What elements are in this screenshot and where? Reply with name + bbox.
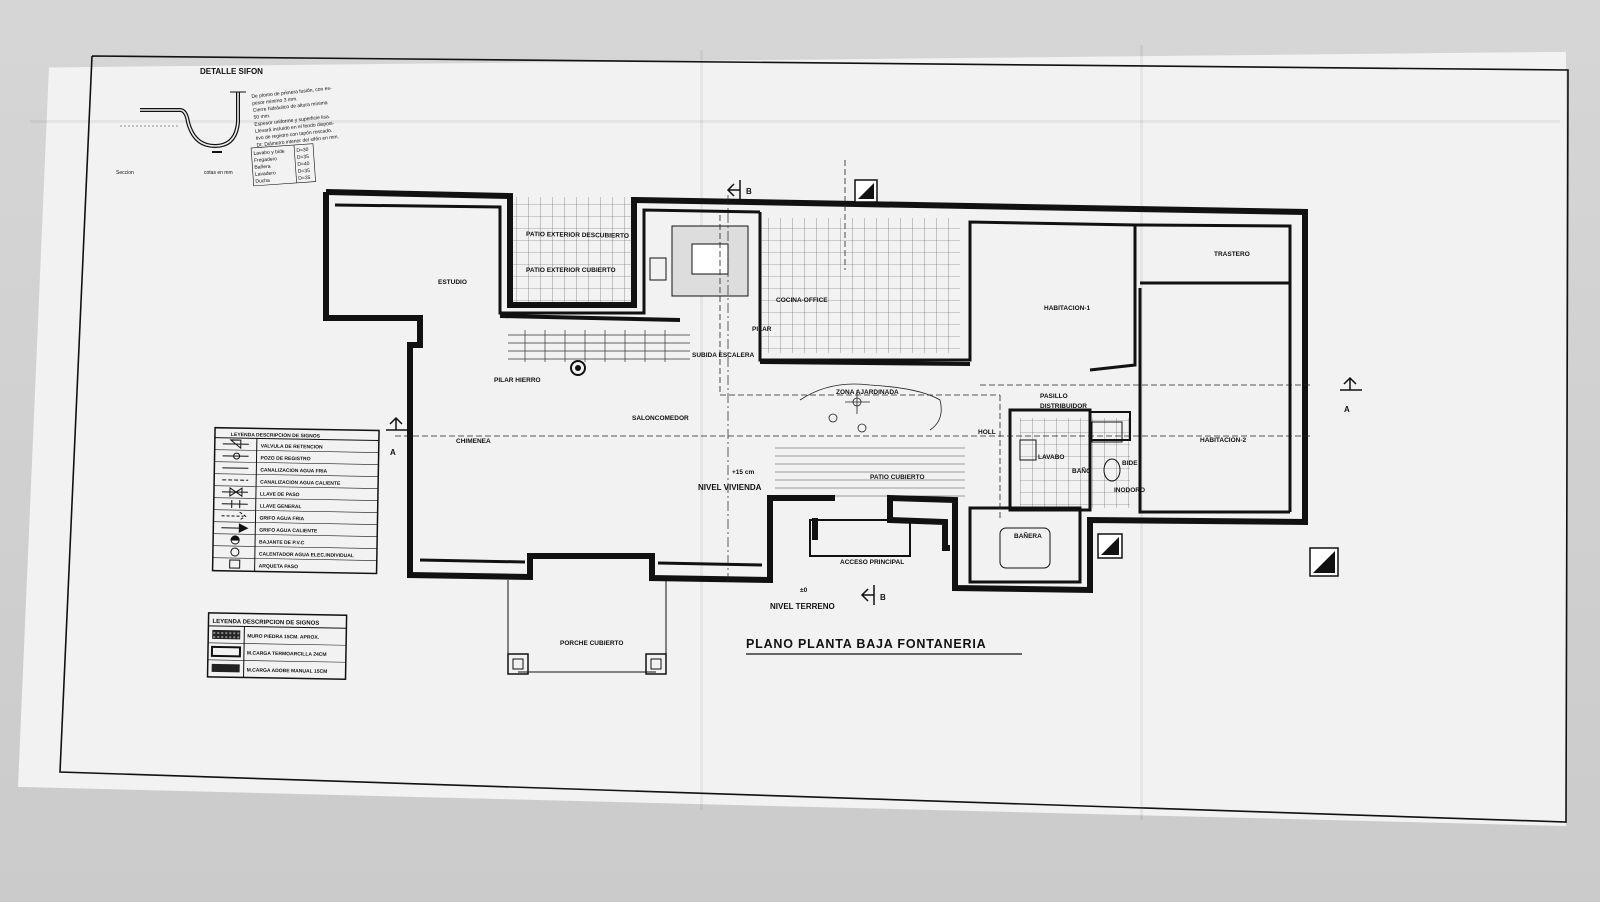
sifon-table-item: Fregadero (254, 156, 278, 164)
sifon-table-dim: D=30 (296, 147, 309, 154)
wall-swatch (212, 629, 241, 640)
plan-title: PLANO PLANTA BAJA FONTANERIA (746, 637, 986, 651)
sifon-table-item: Ducha (255, 178, 270, 185)
acceso-principal-label: ACCESO PRINCIPAL (840, 559, 904, 566)
bano-label: BAÑO (1072, 466, 1091, 475)
inodoro-label: INODORO (1114, 487, 1145, 494)
sheet-border (59, 55, 1569, 823)
sifon-table-dim: D=35 (298, 175, 311, 182)
room-patio-descubierto: PATIO EXTERIOR DESCUBIERTO (526, 231, 629, 240)
sifon-table-dim: D=35 (298, 168, 311, 175)
room-habitacion-1: HABITACION-1 (1044, 305, 1090, 312)
kitchen-tiles (760, 218, 960, 353)
sifon-table-item: Lavabo y bide (253, 149, 285, 157)
section-markers (386, 180, 1362, 605)
porche (507, 580, 667, 675)
legend-item: VALVULA DE RETENCION (261, 443, 323, 450)
legend2-header: LEYENDA DESCRIPCION DE SIGNOS (212, 619, 319, 627)
legend-item: GRIFO AGUA FRIA (259, 515, 304, 522)
legend2-item: MURO PIEDRA 15CM. APROX. (247, 634, 320, 641)
banera-label: BAÑERA (1014, 531, 1042, 540)
patio-cubierto-stripes (775, 447, 965, 497)
lavabo-label: LAVABO (1038, 454, 1064, 461)
legend-item: LLAVE DE PASO (260, 491, 300, 498)
sifon-pipe (140, 92, 240, 149)
patio-cubierto-label: PATIO CUBIERTO (870, 474, 925, 481)
legend-muros: LEYENDA DESCRIPCION DE SIGNOS MURO PIEDR… (206, 612, 348, 681)
section-b-top: B (746, 187, 752, 196)
room-cocina: COCINA-OFFICE (776, 297, 828, 304)
section-a-left: A (390, 448, 396, 457)
sifon-table-item: Bañera (254, 164, 271, 171)
paper-fold (700, 50, 703, 810)
sifon-section-label: Seccion (116, 170, 134, 176)
legend-signos: LEYENDA DESCRIPCION DE SIGNOS (211, 426, 380, 575)
sifon-title: DETALLE SIFON (200, 67, 263, 76)
subida-escalera-label: SUBIDA ESCALERA (692, 352, 755, 359)
building-walls (323, 189, 1308, 594)
paper-fold (30, 120, 1560, 123)
bathroom-fixtures (999, 421, 1123, 569)
wall-swatch (211, 663, 240, 673)
sifon-table-dim: D=40 (297, 161, 310, 168)
room-trastero: TRASTERO (1214, 251, 1250, 258)
room-saloncomedor: SALONCOMEDOR (632, 415, 689, 422)
nivel-terreno-label: NIVEL TERRENO (770, 602, 835, 611)
plumbing-lines (395, 160, 1310, 520)
legend-item: LLAVE GENERAL (260, 503, 302, 510)
bathroom-tiles (1020, 418, 1130, 508)
section-b-bottom: B (880, 593, 886, 602)
holl-label: HOLL (978, 429, 996, 436)
legend-item: CALENTADOR AGUA ELEC.INDIVIDUAL (259, 551, 354, 559)
pasillo-label: PASILLO (1040, 393, 1068, 400)
legend-item: BAJANTE DE P.V.C (259, 539, 305, 546)
distribuidor-label: DISTRIBUIDOR (1040, 403, 1087, 410)
legend2-item: M.CARGA ADOBE MANUAL 15CM (247, 668, 328, 675)
room-habitacion-2: HABITACION-2 (1200, 437, 1246, 444)
legend-item: POZO DE REGISTRO (260, 455, 310, 462)
sifon-table: Lavabo y bide D=30 Fregadero D=35 Bañera… (250, 143, 316, 187)
legend-item: GRIFO AGUA CALIENTE (259, 527, 318, 534)
stair-steps (508, 330, 690, 362)
legend-item: ARQUETA PASO (259, 563, 299, 570)
bajante-symbols (854, 179, 1339, 577)
room-patio-cubierto: PATIO EXTERIOR CUBIERTO (526, 267, 616, 274)
nivel-vivienda-value: +15 cm (732, 469, 754, 476)
patio-tiles (510, 197, 634, 305)
pilar-hierro-label: PILAR HIERRO (494, 377, 541, 384)
legend2-item: M.CARGA TERMOARCILLA 24CM (247, 651, 327, 658)
sifon-cotas-label: cotas en mm (204, 170, 233, 176)
bide-label: BIDE (1122, 460, 1138, 467)
zona-ajardinada-label: ZONA AJARDINADA (836, 389, 899, 396)
chimenea-label: CHIMENEA (456, 438, 491, 445)
sifon-table-item: Lavadero (255, 170, 276, 177)
sifon-note: 50 mm. (253, 113, 270, 121)
sifon-table-dim: D=35 (297, 154, 310, 161)
nivel-vivienda-label: NIVEL VIVIENDA (698, 483, 762, 492)
section-a-right: A (1344, 405, 1350, 414)
legend-item: CANALIZACION AGUA CALIENTE (260, 479, 341, 486)
legend-item: CANALIZACION AGUA FRIA (260, 467, 327, 474)
pilar-label: PILAR (752, 326, 772, 333)
porche-cubierto-label: PORCHE CUBIERTO (560, 640, 623, 647)
room-estudio: ESTUDIO (438, 279, 467, 286)
garden-plants (799, 383, 942, 433)
nivel-terreno-value: ±0 (800, 587, 808, 594)
legend-symbols (221, 439, 249, 569)
legend-header: LEYENDA DESCRIPCION DE SIGNOS (231, 432, 321, 440)
pilar-hierro-icon (570, 360, 586, 376)
wall-swatch (210, 645, 242, 658)
sifon-pipe-inner (140, 92, 239, 147)
sifon-detail: DETALLE SIFON Seccion cotas en mm De plo… (116, 67, 339, 187)
sifon-note: pesor mínimo 3 mm. (252, 96, 298, 107)
